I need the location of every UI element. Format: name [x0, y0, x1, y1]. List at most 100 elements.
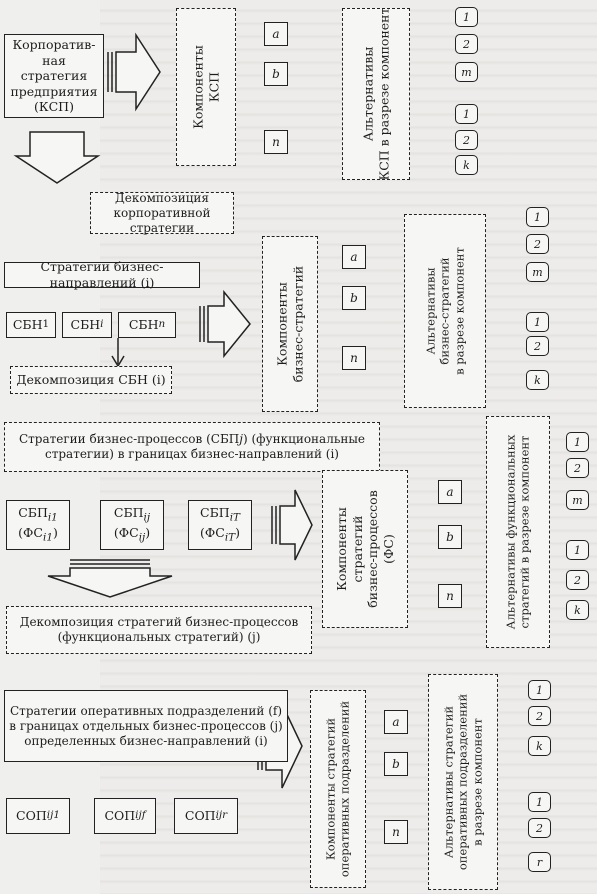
bs-alt-b2: 2: [526, 336, 549, 356]
ou-components-line1: Компоненты стратегий: [323, 717, 338, 861]
bs-alt-b1: 1: [526, 312, 549, 332]
ou-alt-b2: 2: [528, 818, 551, 838]
bp-components-line4: (ФС): [380, 534, 396, 564]
ou-title-line3: определенных бизнес-направлений (i): [24, 733, 268, 748]
bs-component-a: a: [342, 245, 366, 269]
bp-alternatives-line2: стратегий в разрезе компонент: [518, 435, 532, 629]
bs-alt-2: 2: [526, 234, 549, 254]
ksp-components-box: Компоненты КСП: [176, 8, 236, 166]
sbp-ij-box: СБПij (ФСij): [100, 500, 164, 550]
bs-components-line2: бизнес-стратегий: [290, 265, 305, 383]
arrow-down-decomp-ksp: [13, 131, 101, 184]
ksp-alt-b1: 1: [455, 104, 478, 124]
business-process-strategies-box: Стратегии бизнес-процессов (СБПj) (функц…: [4, 422, 380, 472]
bp-title-part3: стратегии) в границах бизнес-направлений…: [45, 447, 339, 461]
arrow-right-sbn: [199, 289, 251, 359]
ou-components-line2: оперативных подразделений: [338, 700, 352, 878]
business-direction-strategies-label: Стратегии бизнес-направлений (i): [40, 259, 164, 290]
ksp-alt-2: 2: [455, 34, 478, 54]
bp-alternatives-line1: Альтернативы функциональных: [503, 434, 518, 630]
fs-i1-label: (ФС: [18, 525, 43, 540]
bp-alt-2: 2: [566, 458, 589, 478]
ksp-alternatives-line2: КСП в разрезе компонент: [376, 7, 391, 181]
sbn-i-index: i: [100, 318, 104, 331]
bs-alt-m: m: [526, 262, 549, 282]
sop-ij1-label: СОП: [16, 808, 47, 824]
bp-component-b: b: [438, 525, 462, 549]
bs-alt-k: k: [526, 370, 549, 390]
ksp-alternatives-line1: Альтернативы: [360, 46, 376, 142]
decomposition-corporate-box: Декомпозиция корпоративной стратегии: [90, 190, 234, 235]
fs-it-label: (ФС: [200, 525, 225, 540]
decomposition-sbn-box: Декомпозиция СБН (i): [10, 366, 172, 394]
ou-alt-k: k: [528, 736, 551, 756]
decomposition-bp-box: Декомпозиция стратегий бизнес-процессов …: [6, 606, 312, 654]
bp-alt-b1: 1: [566, 540, 589, 560]
ksp-alternatives-box: Альтернативы КСП в разрезе компонент: [342, 8, 410, 180]
ksp-component-b: b: [264, 62, 288, 86]
arrow-right-sbp: [271, 489, 313, 561]
bp-alternatives-box: Альтернативы функциональных стратегий в …: [486, 416, 550, 648]
ksp-alt-b2: 2: [455, 130, 478, 150]
ou-title-line1: Стратегии оперативных подразделений (f): [10, 703, 282, 718]
bp-alt-1: 1: [566, 432, 589, 452]
business-strategy-alternatives-box: Альтернативы бизнес-стратегий в разрезе …: [404, 214, 486, 408]
ksp-components-line1: Компоненты: [190, 45, 206, 129]
ou-alternatives-line2: оперативных подразделений: [455, 693, 470, 871]
bp-alt-m: m: [566, 490, 589, 510]
ou-component-b: b: [384, 752, 408, 776]
decomposition-corporate-label: Декомпозиция корпоративной стратегии: [113, 190, 211, 235]
arrow-right-ksp: [107, 32, 161, 112]
sbp-i1-box: СБПi1 (ФСi1): [6, 500, 70, 550]
business-strategy-components-box: Компоненты бизнес-стратегий: [262, 236, 318, 412]
sbp-i1-index: i1: [47, 511, 58, 524]
bs-component-b: b: [342, 286, 366, 310]
sop-ijr-label: СОП: [184, 808, 216, 824]
sbp-it-label: СБП: [200, 505, 230, 521]
ou-alt-b1: 1: [528, 792, 551, 812]
fs-i1-index: i1: [42, 531, 53, 544]
operational-units-strategies-box: Стратегии оперативных подразделений (f) …: [4, 690, 288, 762]
decomposition-sbn-label: Декомпозиция СБН (i): [16, 372, 166, 388]
ksp-component-n: n: [264, 130, 288, 154]
ou-alt-1: 1: [528, 680, 551, 700]
bs-alternatives-line2: бизнес-стратегий: [437, 257, 452, 365]
sbn-n-index: n: [158, 318, 166, 331]
bs-components-line1: Компоненты: [274, 282, 290, 366]
ksp-component-a: a: [264, 22, 288, 46]
ou-component-n: n: [384, 820, 408, 844]
bp-alt-k: k: [566, 600, 589, 620]
sop-ijf-label: СОП: [104, 808, 136, 824]
business-direction-strategies-box: Стратегии бизнес-направлений (i): [4, 259, 200, 290]
ou-title-line2: в границах отдельных бизнес-процессов (j…: [9, 718, 283, 733]
bs-alternatives-line1: Альтернативы: [423, 267, 438, 355]
fs-ij-index: ij: [138, 531, 146, 544]
sbp-ij-label: СБП: [113, 505, 144, 521]
ksp-alt-m: m: [455, 62, 478, 82]
fs-ij-label: (ФС: [113, 525, 139, 540]
ou-components-box: Компоненты стратегий оперативных подразд…: [310, 690, 366, 888]
bs-alt-1: 1: [526, 207, 549, 227]
ou-alt-2: 2: [528, 706, 551, 726]
ou-alternatives-line1: Альтернативы стратегий: [441, 705, 456, 859]
business-process-strategies-label: Стратегии бизнес-процессов (СБПj) (функц…: [19, 432, 365, 462]
fs-it-index: iT: [224, 531, 236, 544]
arrow-down-decomp-sbp: [47, 559, 173, 598]
bp-components-line3: бизнес-процессов: [365, 490, 380, 608]
sbn-1-index: 1: [42, 318, 50, 331]
sbn-n-label: СБН: [128, 317, 159, 333]
sop-ijf-index: ijf: [135, 809, 146, 822]
bp-components-line2: стратегий: [349, 515, 365, 583]
sbp-it-box: СБПiT (ФСiT): [188, 500, 252, 550]
ou-alternatives-line3: в разрезе компонент: [470, 718, 485, 846]
bp-components-line1: Компоненты: [333, 507, 349, 591]
sop-ij1-index: ij1: [46, 809, 60, 822]
bp-title-j: j: [239, 432, 243, 446]
bp-title-part2: ) (функциональные: [242, 432, 365, 446]
